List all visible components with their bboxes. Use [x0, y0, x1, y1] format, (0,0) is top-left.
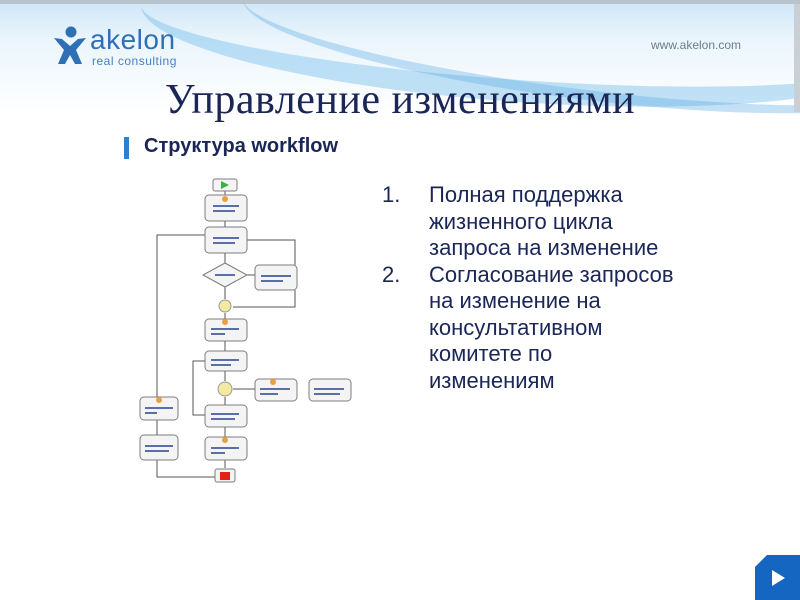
person-figure-icon: [54, 26, 86, 64]
header-banner: [0, 0, 800, 143]
workflow-task: [139, 396, 179, 421]
diagram-edges: [156, 191, 322, 478]
merge-gateway: [217, 381, 233, 397]
website-url: www.akelon.com: [651, 38, 742, 52]
workflow-task: [308, 378, 352, 402]
workflow-diagram: [135, 175, 365, 490]
slide-subtitle: Структура workflow: [144, 135, 339, 157]
start-event: [212, 178, 238, 192]
list-text: Согласование запросов на изменение на ко…: [429, 261, 674, 393]
workflow-task: [204, 404, 248, 428]
merge-gateway: [218, 299, 232, 313]
decision-gateway: [201, 262, 249, 288]
end-event: [214, 468, 236, 483]
logo-wordmark: akelon: [90, 24, 176, 55]
next-arrow-icon: [772, 570, 785, 586]
stop-icon: [220, 472, 230, 480]
feature-list: 1. Полная поддержка жизненного цикла зап…: [382, 182, 682, 394]
workflow-task: [204, 318, 248, 342]
workflow-task: [204, 436, 248, 461]
workflow-task: [139, 434, 179, 461]
list-item: 1. Полная поддержка жизненного цикла зап…: [382, 182, 682, 262]
list-item: 2. Согласование запросов на изменение на…: [382, 262, 682, 395]
list-number: 2.: [382, 261, 401, 287]
list-text: Полная поддержка жизненного цикла запрос…: [429, 182, 659, 260]
next-slide-button[interactable]: [755, 555, 800, 600]
play-icon: [221, 181, 229, 189]
slide-title: Управление изменениями: [164, 77, 636, 123]
logo-tagline: real consulting: [92, 54, 177, 68]
workflow-task: [254, 264, 298, 291]
workflow-task: [254, 378, 298, 402]
workflow-task: [204, 194, 248, 222]
workflow-task: [204, 350, 248, 372]
workflow-task: [204, 226, 248, 254]
list-number: 1.: [382, 182, 401, 207]
header-edge: [794, 4, 800, 112]
subtitle-accent-bar: [124, 137, 129, 159]
company-logo: akelon real consulting: [52, 24, 192, 72]
